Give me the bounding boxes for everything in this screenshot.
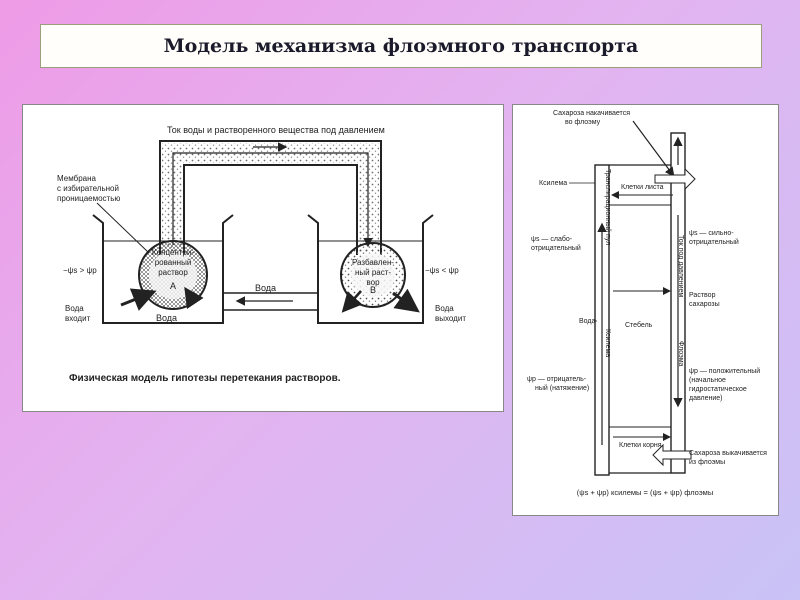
- flask-b-label-3: вор: [366, 278, 380, 287]
- psi-weak-1: ψs — слабо-: [531, 235, 573, 243]
- membrane-label-2: с избирательной: [57, 184, 119, 193]
- flask-a-label-2: рованный: [155, 258, 192, 267]
- flow-arrow: [172, 152, 373, 248]
- outer-tube: [159, 140, 382, 255]
- psi-strong-1: ψs — сильно-: [689, 230, 734, 237]
- sucrose-solution-1: Раствор: [689, 292, 716, 299]
- xylem-top-label: Ксилема: [539, 180, 567, 187]
- water-in-label-1: Вода: [65, 304, 84, 313]
- flask-b-label-1: Разбавлен-: [352, 258, 394, 267]
- bath-left: [92, 214, 234, 324]
- sucrose-in-pointer: [632, 120, 675, 177]
- title-box: Модель механизма флоэмного транспорта: [40, 24, 762, 68]
- plant-transport-diagram: Сахароза накачивается во флоэму Ксилема …: [527, 110, 767, 497]
- flask-b-letter: B: [370, 285, 376, 295]
- page-title: Модель механизма флоэмного транспорта: [163, 35, 639, 57]
- top-caption: Ток воды и растворенного вещества под да…: [167, 125, 385, 135]
- connecting-pipe: [223, 292, 318, 311]
- flask-a-label-3: раствор: [158, 268, 188, 277]
- root-cells-label: Клетки корня: [619, 442, 662, 449]
- xylem-tube: [594, 164, 610, 476]
- psi-weak-2: отрицательный: [531, 244, 581, 252]
- water-label: Вода: [579, 318, 595, 325]
- flask-a-letter: A: [170, 281, 176, 291]
- membrane-label-3: проницаемостью: [57, 194, 120, 203]
- psi-neg-2: ный (натяжение): [535, 384, 589, 392]
- water-pipe-label: Вода: [255, 283, 276, 293]
- psi-pos-1: ψp — положительный: [689, 367, 760, 375]
- bath-right: [307, 214, 434, 324]
- physical-model-diagram: Ток воды и растворенного вещества под да…: [57, 125, 466, 384]
- leaf-cells-label: Клетки листа: [621, 184, 664, 191]
- psi-right: −ψs < ψp: [425, 266, 459, 275]
- water-in-arrow-2: [184, 286, 204, 310]
- sucrose-solution-2: сахарозы: [689, 301, 720, 308]
- tube-fill: [162, 143, 379, 255]
- water-in-arrow-1: [120, 288, 157, 311]
- sucrose-out-2: из флоэмы: [689, 459, 725, 466]
- psi-strong-2: отрицательный: [689, 238, 739, 246]
- plant-transport-panel: Сахароза накачивается во флоэму Ксилема …: [512, 104, 779, 516]
- model-caption: Физическая модель гипотезы перетекания р…: [69, 373, 341, 384]
- membrane-label-1: Мембрана: [57, 174, 97, 183]
- psi-pos-2: (начальное: [689, 377, 726, 384]
- membrane-pointer: [96, 202, 150, 254]
- flask-b-label-2: ный раст-: [355, 268, 391, 277]
- psi-pos-4: давление): [689, 395, 723, 402]
- flask-b-center: [351, 253, 395, 297]
- sucrose-in-label-2: во флоэму: [565, 119, 601, 126]
- inner-tube: [183, 164, 358, 255]
- water-bath-label: Вода: [156, 313, 177, 323]
- water-in-label-2: входит: [65, 314, 91, 323]
- water-out-label-1: Вода: [435, 304, 454, 313]
- water-out-label-2: выходит: [435, 314, 466, 323]
- xylem-vertical-label: Ксилема: [604, 329, 611, 357]
- transpiration-pool-label: Транспирационный пул: [604, 169, 612, 245]
- psi-pos-3: гидростатическое: [689, 386, 747, 393]
- phloem-vertical-label: Флоэма: [677, 341, 684, 367]
- psi-left: −ψs > ψp: [63, 266, 97, 275]
- stem-label: Стебель: [625, 321, 653, 329]
- pressure-flow-label: Ток под давлением: [677, 235, 684, 297]
- psi-neg-1: ψp — отрицатель-: [527, 376, 587, 383]
- sucrose-out-arrow: [652, 443, 692, 467]
- flask-a-label-1: Концентри-: [152, 248, 194, 257]
- bottom-formula: (ψs + ψp) ксилемы = (ψs + ψp) флоэмы: [577, 488, 713, 497]
- water-out-arrow-1: [341, 290, 363, 313]
- physical-model-panel: Ток воды и растворенного вещества под да…: [22, 104, 504, 412]
- water-out-arrow-2: [392, 288, 420, 313]
- sucrose-in-arrow: [654, 167, 696, 191]
- sucrose-in-label-1: Сахароза накачивается: [553, 110, 630, 117]
- phloem-tube: [670, 132, 686, 474]
- sucrose-out-1: Сахароза выкачивается: [689, 450, 767, 457]
